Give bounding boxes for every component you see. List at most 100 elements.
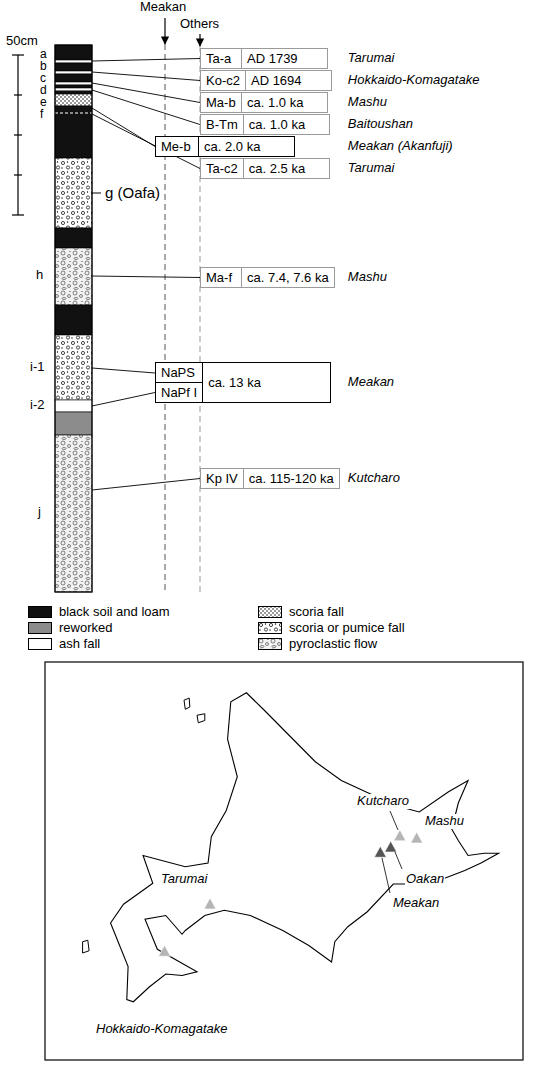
tephra-box: Ko-c2AD 1694 xyxy=(200,70,332,91)
strat-layer xyxy=(55,158,92,228)
layer-letter: i-2 xyxy=(30,398,44,413)
layer-letter: g (Oafa) xyxy=(104,184,161,201)
tephra-age: ca. 115-120 ka xyxy=(243,469,339,488)
legend-swatch xyxy=(258,606,282,618)
map-label: Kutcharo xyxy=(356,794,410,809)
tephra-name: NaPf I xyxy=(156,383,202,402)
layer-boundary xyxy=(55,112,92,113)
layer-letter: j xyxy=(38,505,41,520)
legend-item: black soil and loam xyxy=(28,604,170,619)
tephra-name: Ko-c2 xyxy=(201,71,245,90)
scale-label: 50cm xyxy=(6,34,38,49)
strat-layer xyxy=(55,82,92,85)
tephra-name: B-Tm xyxy=(201,115,243,134)
leader-line xyxy=(92,276,200,278)
legend-swatch xyxy=(28,622,52,634)
strat-layer xyxy=(55,228,92,248)
column-header: Others xyxy=(180,17,219,32)
legend-item: scoria or pumice fall xyxy=(258,620,405,635)
tephra-box: Ta-aAD 1739 xyxy=(200,48,328,69)
legend-text: black soil and loam xyxy=(59,604,170,619)
strat-layer xyxy=(55,412,92,435)
strat-layer xyxy=(55,248,92,305)
strat-layer xyxy=(55,435,92,592)
scale-bar xyxy=(12,55,24,215)
tephra-box: B-Tmca. 1.0 ka xyxy=(200,114,330,135)
legend-item: reworked xyxy=(28,620,112,635)
volcano-name: Tarumai xyxy=(348,51,394,66)
coastline xyxy=(111,693,499,1002)
leader-line xyxy=(92,83,200,103)
tephra-box: NaPSNaPf Ica. 13 ka xyxy=(155,362,331,403)
volcano-name: Meakan xyxy=(348,375,394,390)
tephra-box: Me-bca. 2.0 ka xyxy=(155,136,295,157)
tephra-age: AD 1694 xyxy=(245,71,331,90)
map-label: Oakan xyxy=(405,872,445,887)
leader-line xyxy=(92,114,200,169)
leader-line xyxy=(92,479,200,491)
legend-text: ash fall xyxy=(59,636,100,651)
tephra-box: Ta-c2ca. 2.5 ka xyxy=(200,158,330,179)
volcano-name: Baitoushan xyxy=(348,117,413,132)
map-leader xyxy=(382,858,390,893)
tephra-age: ca. 1.0 ka xyxy=(241,93,327,112)
volcano-name: Hokkaido-Komagatake xyxy=(348,73,480,88)
tephra-age: ca. 1.0 ka xyxy=(243,115,329,134)
legend-text: scoria fall xyxy=(289,604,344,619)
strat-layer xyxy=(55,91,92,94)
strat-layer xyxy=(55,74,92,82)
legend-swatch xyxy=(259,622,282,633)
strat-layer xyxy=(55,106,92,158)
map-leader xyxy=(390,811,398,830)
volcano-name: Kutcharo xyxy=(348,471,400,486)
volcano-symbol xyxy=(411,832,423,843)
layer-letter: i-1 xyxy=(30,360,44,375)
tephra-name: Me-b xyxy=(156,137,198,156)
strat-layer xyxy=(55,94,92,106)
hokkaido-map xyxy=(83,693,499,1002)
volcano-name: Tarumai xyxy=(348,161,394,176)
legend-swatch xyxy=(258,622,282,634)
column-header: Meakan xyxy=(140,0,186,15)
strat-layer xyxy=(55,45,92,60)
tephra-name: Ma-f xyxy=(201,268,241,287)
tephra-name: Ta-c2 xyxy=(201,159,243,178)
legend-swatch xyxy=(28,606,52,618)
g-tick xyxy=(92,193,101,194)
legend-swatch xyxy=(258,638,282,650)
tephra-age: ca. 7.4, 7.6 ka xyxy=(241,268,334,287)
leader-lines xyxy=(92,59,200,491)
column-outline xyxy=(55,45,92,592)
strat-layer xyxy=(55,60,92,63)
island xyxy=(184,698,190,709)
strat-layer xyxy=(55,400,92,412)
tephra-age: AD 1739 xyxy=(241,49,327,68)
tephra-age: ca. 2.5 ka xyxy=(243,159,329,178)
volcano-name: Mashu xyxy=(348,270,387,285)
tephra-name: Kp IV xyxy=(201,469,243,488)
leader-line xyxy=(92,72,200,81)
layer-letter: h xyxy=(36,268,43,283)
island xyxy=(197,714,205,723)
tephra-box: Ma-fca. 7.4, 7.6 ka xyxy=(200,267,335,288)
strat-layer xyxy=(55,305,92,335)
map-leader xyxy=(395,852,402,869)
legend-item: pyroclastic flow xyxy=(258,636,377,651)
legend-swatch xyxy=(259,606,282,617)
map-label: Meakan xyxy=(392,896,440,911)
tephra-name: Ma-b xyxy=(201,93,241,112)
layer-letter: f xyxy=(40,108,43,122)
leader-line xyxy=(92,59,200,62)
legend-text: pyroclastic flow xyxy=(289,636,377,651)
volcano-symbol xyxy=(159,945,171,956)
tephra-name: NaPS xyxy=(156,363,202,383)
volcano-symbol xyxy=(374,846,386,857)
volcano-name: Mashu xyxy=(348,95,387,110)
map-label: Mashu xyxy=(424,814,465,829)
tephra-box: Kp IVca. 115-120 ka xyxy=(200,468,340,489)
map-frame xyxy=(45,662,523,1060)
tephra-age: ca. 2.0 ka xyxy=(198,137,294,156)
volcano-name: Meakan (Akanfuji) xyxy=(348,139,453,154)
legend-item: ash fall xyxy=(28,636,100,651)
